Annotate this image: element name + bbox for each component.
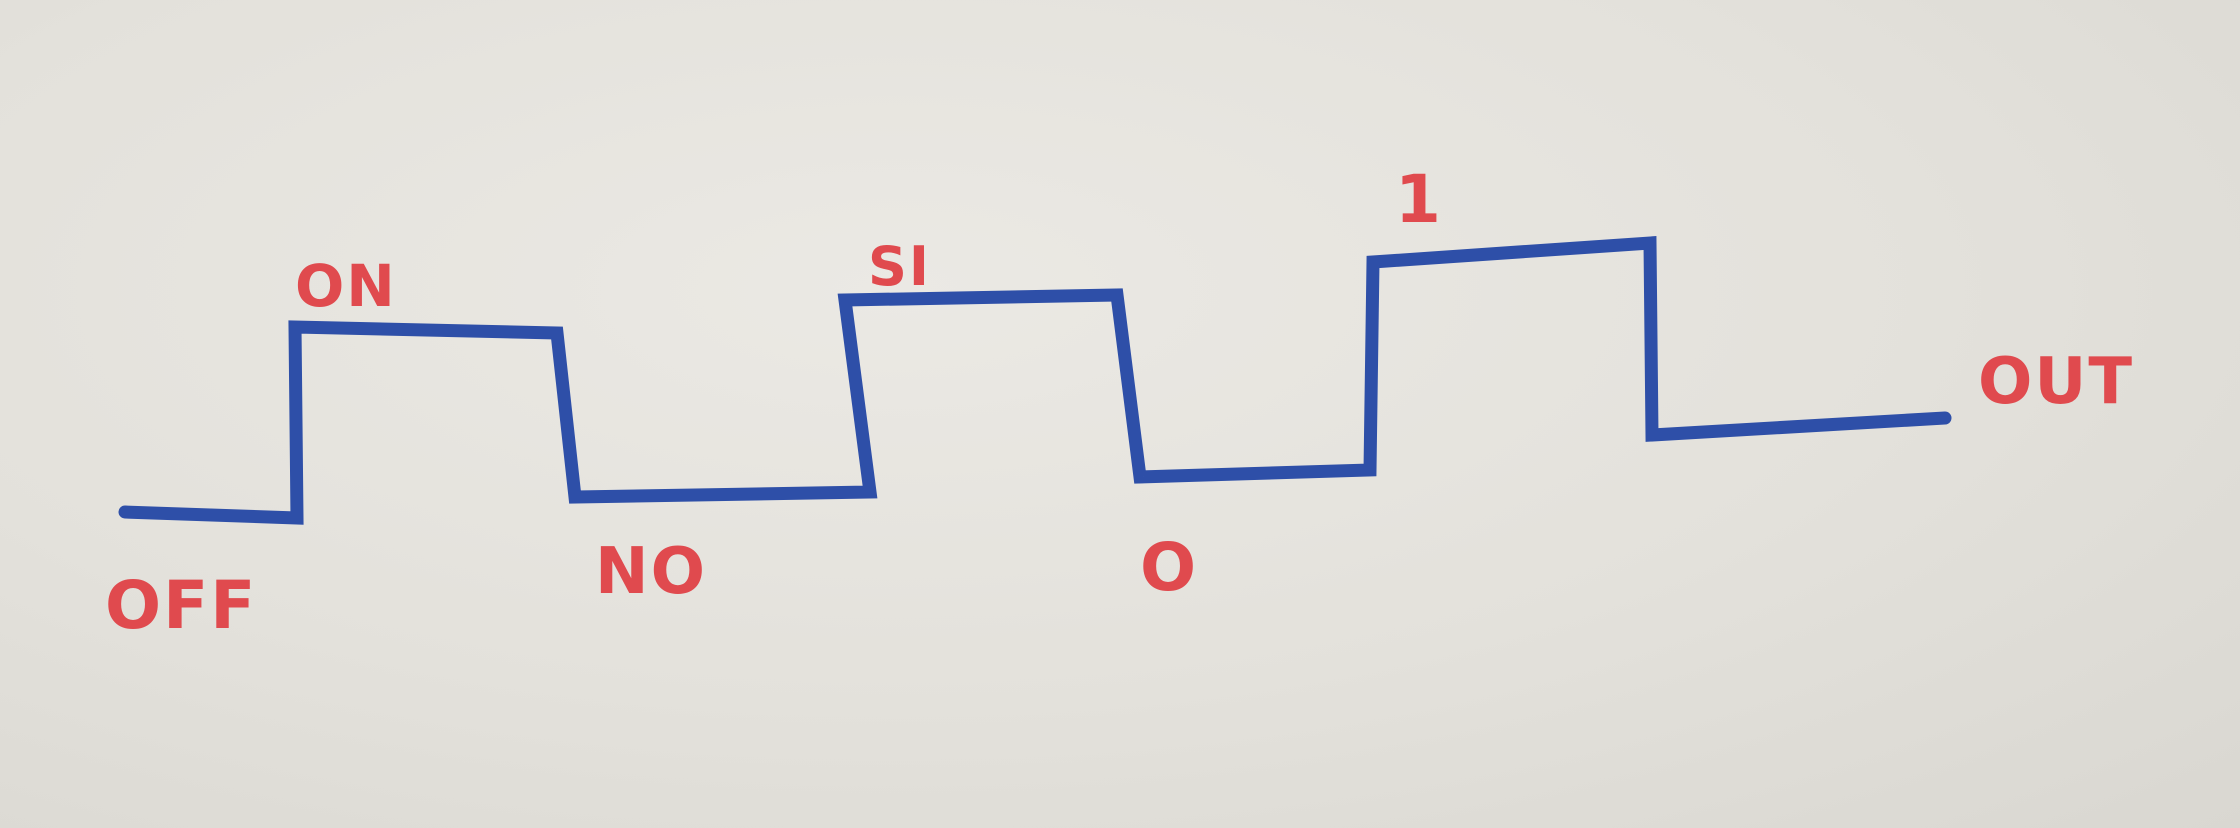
label-one: 1 [1395, 161, 1443, 238]
label-si: SI [868, 235, 931, 298]
square-wave-line [118, 236, 1952, 525]
label-on: ON [295, 252, 397, 320]
label-zero: O [1140, 529, 1198, 606]
label-off: OFF [105, 567, 257, 644]
label-out: OUT [1978, 345, 2134, 419]
label-no: NO [595, 535, 707, 609]
